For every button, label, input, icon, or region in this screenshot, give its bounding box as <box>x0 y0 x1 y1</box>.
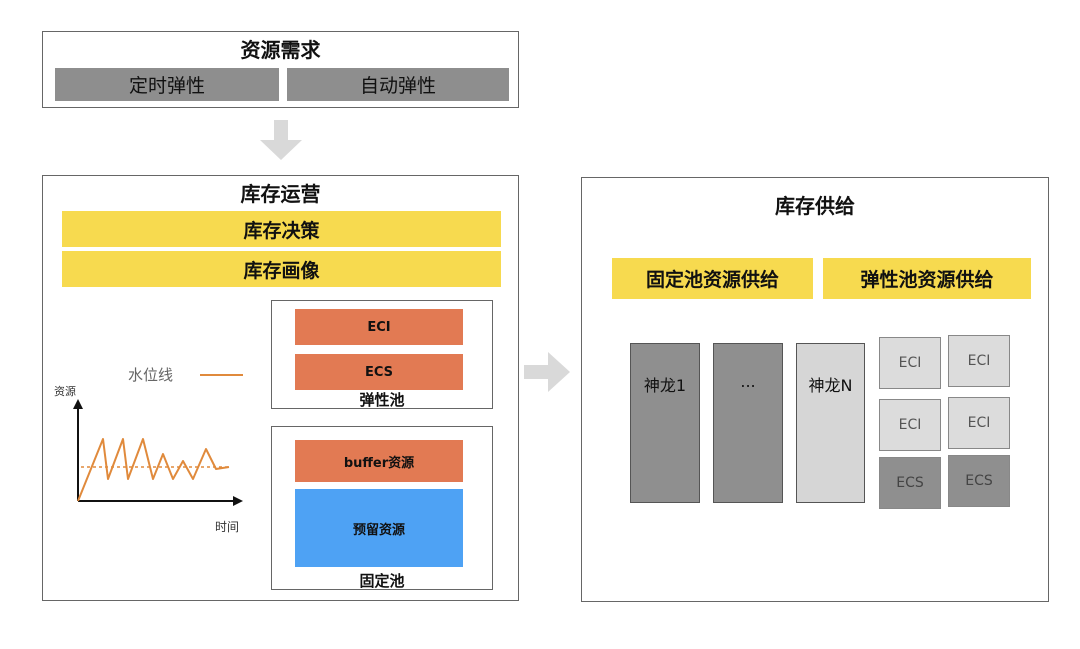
watermark-legend-label: 水位线 <box>128 366 174 384</box>
watermark-chart: 资源 <box>54 384 243 506</box>
elastic-pool-eci: ECI <box>295 309 463 345</box>
resource-demand-panel: 资源需求 定时弹性 自动弹性 <box>42 31 519 108</box>
chart-resource-line <box>77 438 230 502</box>
supply-ecs-chip: ECS <box>948 455 1010 507</box>
fixed-pool-box: buffer资源 预留资源 固定池 <box>271 426 493 590</box>
shenlong-column-1: 神龙1 <box>630 343 700 503</box>
supply-ecs-chip: ECS <box>879 457 941 509</box>
inventory-profile-bar: 库存画像 <box>62 251 501 287</box>
resource-demand-title: 资源需求 <box>240 38 321 62</box>
fixed-pool-supply-bar: 固定池资源供给 <box>612 258 813 299</box>
chart-y-arrow <box>73 399 83 409</box>
supply-eci-chip: ECI <box>948 335 1010 387</box>
shenlong-column-n: 神龙N <box>796 343 865 503</box>
inventory-supply-title: 库存供给 <box>775 194 855 218</box>
right-arrow-icon <box>524 352 570 392</box>
watermark-legend-line <box>200 374 243 376</box>
fixed-pool-label: 固定池 <box>359 572 405 590</box>
inventory-operations-panel: 库存运营 库存决策 库存画像 水位线 资源 时间 ECI ECS 弹性池 buf… <box>42 175 519 601</box>
elastic-pool-label: 弹性池 <box>359 391 405 409</box>
buffer-resource-block: buffer资源 <box>295 440 463 482</box>
scheduled-elasticity-block: 定时弹性 <box>55 68 279 101</box>
supply-eci-chip: ECI <box>879 337 941 389</box>
supply-eci-chip: ECI <box>948 397 1010 449</box>
elastic-pool-ecs: ECS <box>295 354 463 390</box>
auto-elasticity-block: 自动弹性 <box>287 68 509 101</box>
reserved-resource-block: 预留资源 <box>295 489 463 567</box>
chart-xlabel: 时间 <box>215 520 240 534</box>
inventory-decision-bar: 库存决策 <box>62 211 501 247</box>
chart-x-arrow <box>233 496 243 506</box>
supply-eci-chip: ECI <box>879 399 941 451</box>
elastic-pool-supply-bar: 弹性池资源供给 <box>823 258 1031 299</box>
chart-ylabel: 资源 <box>54 384 76 398</box>
inventory-operations-title: 库存运营 <box>240 182 321 206</box>
elastic-pool-box: ECI ECS 弹性池 <box>271 300 493 409</box>
inventory-supply-panel: 库存供给 固定池资源供给 弹性池资源供给 神龙1 ... 神龙N ECI ECI… <box>581 177 1049 602</box>
shenlong-column-ellipsis: ... <box>713 343 783 503</box>
down-arrow-icon <box>260 120 302 160</box>
